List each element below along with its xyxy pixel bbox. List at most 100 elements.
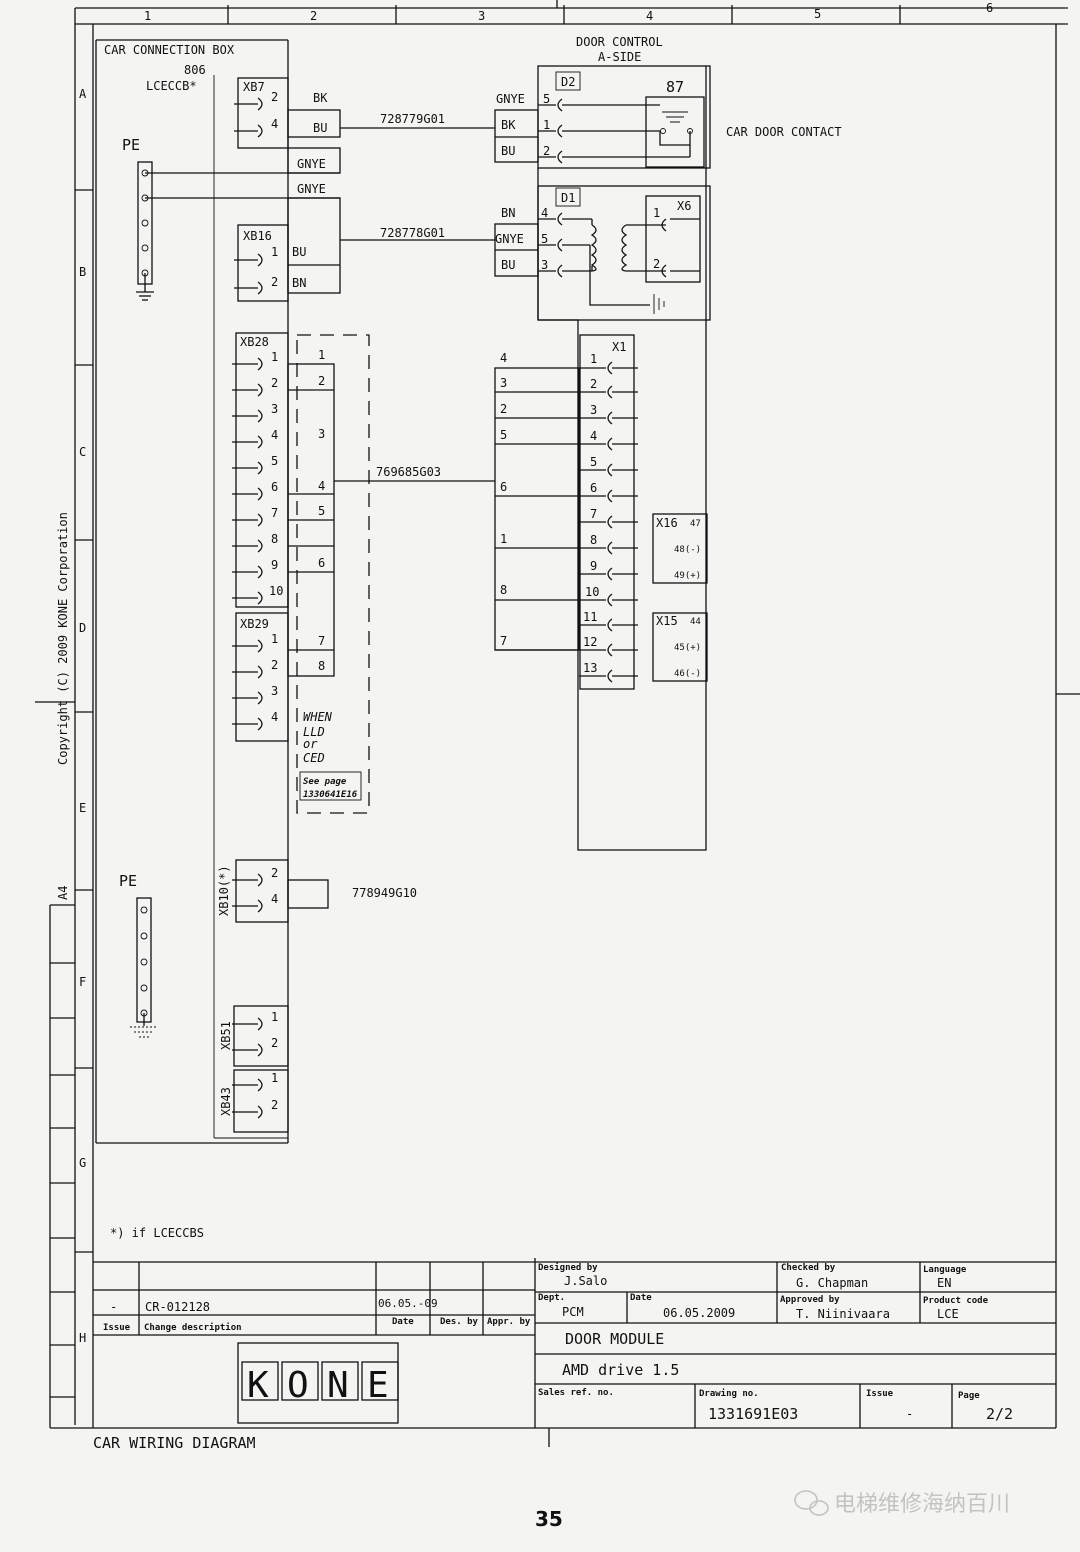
sheet-frame (35, 0, 1080, 1447)
date-header: Date (392, 1317, 414, 1327)
wire-number: 5 (318, 504, 325, 518)
x15-pin: 44 (690, 617, 701, 627)
pin-label: 8 (271, 532, 278, 546)
pin-label: 1 (271, 350, 278, 364)
pin-label: 1 (271, 632, 278, 646)
change-date: 06.05.-09 (378, 1297, 438, 1310)
wire-number: 7 (500, 634, 507, 648)
xb28-pins: 1 2 3 4 5 6 7 8 9 10 (232, 350, 283, 605)
wire-number: 8 (500, 583, 507, 597)
pin-label: 1 (271, 245, 278, 259)
pin-label: 1 (590, 352, 597, 366)
pin-label: 1 (271, 1010, 278, 1024)
page-label: Page (958, 1391, 980, 1401)
pin-label: 7 (271, 506, 278, 520)
car-door-contact-label: CAR DOOR CONTACT (726, 125, 842, 139)
connector-label: D2 (561, 75, 575, 89)
logo-letter: O (287, 1365, 309, 1406)
title-block: - CR-012128 06.05.-09 Issue Change descr… (93, 1258, 1056, 1428)
wire-color: BU (292, 245, 306, 259)
issue-value: - (906, 1407, 913, 1421)
wire-number: 8 (318, 659, 325, 673)
pin-label: 10 (269, 584, 283, 598)
col-label: 6 (986, 1, 993, 15)
pin-label: 1 (653, 206, 660, 220)
pin-label: 2 (271, 1036, 278, 1050)
col-label: 2 (310, 9, 317, 23)
connector-label: XB10(*) (217, 865, 231, 916)
pin-label: 2 (271, 658, 278, 672)
date-label: Date (630, 1293, 652, 1303)
pin-label: 2 (271, 866, 278, 880)
x15-pin: 46(-) (674, 669, 701, 679)
wire-number: 2 (500, 402, 507, 416)
wire-number: 7 (318, 634, 325, 648)
connector-label: D1 (561, 191, 575, 205)
cable-id: 778949G10 (352, 886, 417, 900)
pin-label: 2 (543, 144, 550, 158)
issue-header: Issue (103, 1323, 131, 1333)
connector-label: X1 (612, 340, 626, 354)
pe-bar-bottom: PE (119, 872, 158, 1038)
wire-color: BU (501, 258, 515, 272)
pin-label: 9 (271, 558, 278, 572)
pe-label: PE (119, 872, 137, 890)
see-page-ref: 1330641E16 (303, 790, 358, 800)
pin-label: 2 (271, 376, 278, 390)
wire-number: 1 (500, 532, 507, 546)
lld-note-line: WHEN (303, 710, 333, 724)
pin-label: 3 (590, 403, 597, 417)
pin-label: 3 (271, 402, 278, 416)
wire-color: GNYE (297, 157, 326, 171)
pin-label: 5 (541, 232, 548, 246)
column-labels: 1 2 3 4 5 6 (144, 1, 993, 23)
pin-label: 4 (541, 206, 548, 220)
pin-label: 2 (653, 257, 660, 271)
language-value: EN (937, 1276, 951, 1290)
product-code-label: Product code (923, 1296, 989, 1306)
pin-label: 4 (271, 892, 278, 906)
wire-number: 2 (318, 374, 325, 388)
watermark-text: 电梯维修海纳百川 (834, 1492, 1010, 1517)
kone-logo: K O N E (237, 1342, 399, 1424)
page-number: 35 (535, 1507, 563, 1531)
row-label: H (79, 1331, 86, 1345)
row-label: B (79, 265, 86, 279)
door-control-title: DOOR CONTROL (576, 35, 663, 49)
change-description-header: Change description (144, 1322, 242, 1333)
connector-label: XB51 (219, 1021, 233, 1050)
connector-xb7: XB7 2 4 BK BU GNYE GNYE (234, 77, 341, 196)
lld-note-line: LLD (303, 725, 325, 739)
pin-label: 2 (271, 275, 278, 289)
pin-label: 3 (271, 684, 278, 698)
logo-letter: N (327, 1365, 349, 1406)
approved-by-header: Appr. by (487, 1317, 531, 1327)
lld-note-line: or (303, 737, 318, 751)
connector-label: XB29 (240, 617, 269, 631)
connector-label: XB7 (243, 80, 265, 94)
pe-label: PE (122, 136, 140, 154)
x1-pins: 1 2 3 4 5 6 7 8 9 10 11 12 13 (579, 352, 638, 683)
wire-number: 4 (318, 479, 325, 493)
cable-id: 769685G03 (376, 465, 441, 479)
lld-note-line: CED (303, 751, 325, 765)
pin-label: 4 (590, 429, 597, 443)
col-label: 3 (478, 9, 485, 23)
wire-color: BN (501, 206, 515, 220)
car-box-number: 806 (184, 63, 206, 77)
designed-by-value: J.Salo (564, 1274, 607, 1288)
drawing-number-label: Drawing no. (699, 1388, 759, 1399)
wire-number: 6 (318, 556, 325, 570)
connector-xb16: XB16 1 2 BU BN (234, 197, 341, 302)
wire-color: BK (313, 91, 328, 105)
pin-label: 7 (590, 507, 597, 521)
pin-label: 5 (543, 92, 550, 106)
pin-label: 4 (271, 428, 278, 442)
pin-label: 8 (590, 533, 597, 547)
connector-xb43: XB43 1 2 (219, 1069, 289, 1133)
connector-label: X15 (656, 614, 678, 628)
door-control-panel: X1 4 3 2 5 6 1 8 7 1 2 3 4 5 6 (494, 66, 708, 851)
pin-label: 13 (583, 661, 597, 675)
door-control-side: A-SIDE (598, 50, 641, 64)
connector-label: XB43 (219, 1087, 233, 1116)
